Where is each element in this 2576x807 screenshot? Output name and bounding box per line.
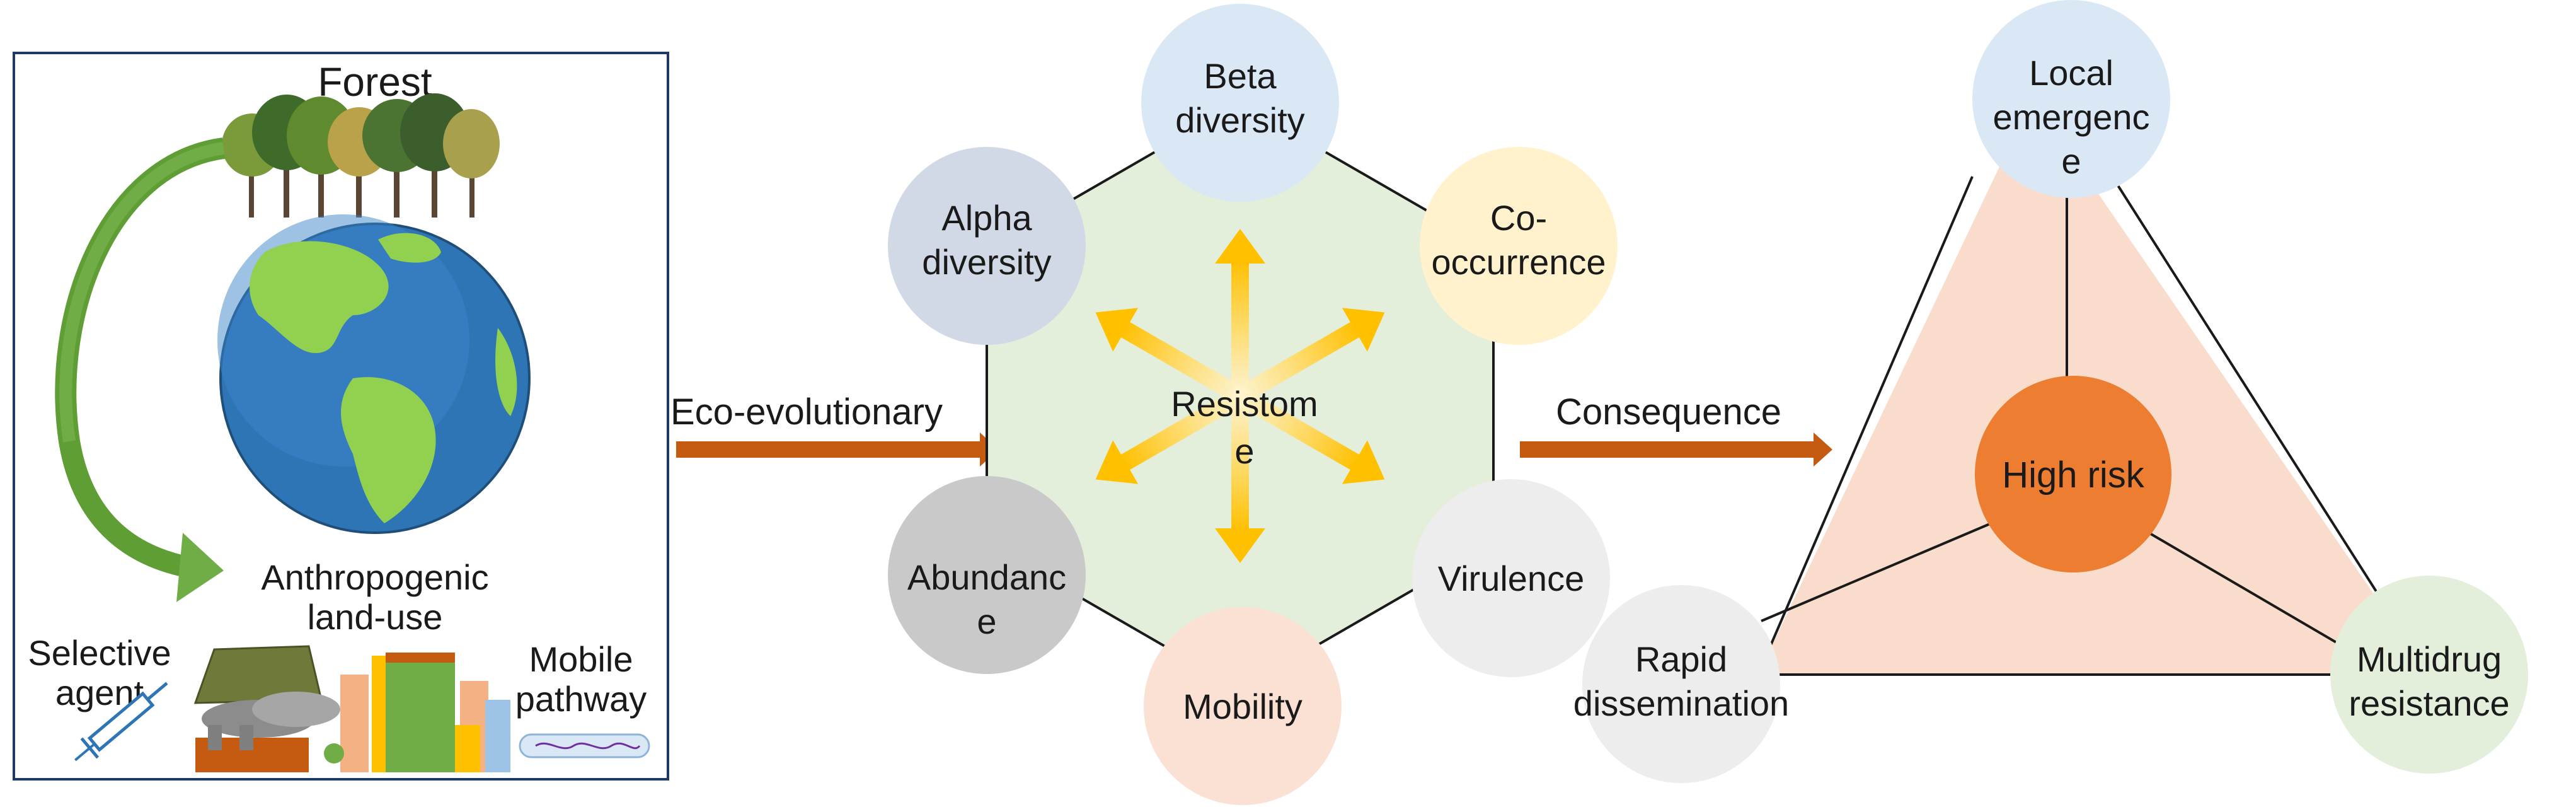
svg-text:emergenc: emergenc [1992,97,2149,137]
risk-panel: High risk Local emergenc e Rapid dissemi… [1573,0,2528,783]
svg-text:diversity: diversity [922,242,1051,282]
resistome-label-1: Resistom [1171,384,1318,424]
svg-text:Virulence: Virulence [1438,559,1584,598]
node-co-occurrence: Co- occurrence [1420,147,1618,345]
svg-text:occurrence: occurrence [1431,242,1606,282]
svg-text:Alpha: Alpha [941,198,1032,238]
eco-evolutionary-arrow: Eco-evolutionary [670,392,999,467]
cycle-arrow-icon [55,137,226,602]
node-local-emergence: Local emergenc e [1972,0,2170,198]
svg-text:e: e [977,601,996,641]
svg-text:High risk: High risk [2002,455,2145,496]
node-virulence: Virulence [1412,479,1610,677]
city-buildings-icon [324,653,510,772]
svg-text:resistance: resistance [2349,683,2509,723]
high-risk-node: High risk [1975,376,2171,572]
factory-icon [195,692,340,772]
svg-text:e: e [2061,141,2081,181]
eco-evolutionary-label: Eco-evolutionary [670,392,943,433]
consequence-label: Consequence [1556,392,1781,433]
resistome-label-2: e [1234,431,1254,471]
node-mobility: Mobility [1144,607,1342,805]
svg-text:Beta: Beta [1204,56,1277,96]
node-abundance: Abundanc e [888,476,1086,674]
mobile-label-1: Mobile [529,639,633,679]
node-alpha-diversity: Alpha diversity [888,147,1086,345]
resistome-panel: Resistom e Beta diversity Alpha diversit… [888,4,1618,805]
anthropogenic-label-2: land-use [308,597,443,637]
svg-text:Mobility: Mobility [1183,687,1302,726]
forest-label: Forest [318,59,432,105]
consequence-arrow: Consequence [1520,392,1832,467]
globe-icon [217,214,531,534]
node-rapid-dissemination: Rapid dissemination [1573,585,1789,783]
left-panel: Forest [13,52,669,781]
plasmid-icon [519,733,650,758]
selective-label-1: Selective [28,633,171,673]
svg-text:Local: Local [2029,53,2113,93]
svg-text:diversity: diversity [1175,100,1304,140]
resistome-arrows [1095,229,1385,563]
svg-text:Multidrug: Multidrug [2357,639,2502,679]
node-multidrug-resistance: Multidrug resistance [2330,576,2528,774]
node-beta-diversity: Beta diversity [1141,4,1339,202]
svg-text:Abundanc: Abundanc [907,557,1066,597]
syringe-icon [74,682,168,762]
forest-icon [222,93,500,218]
svg-text:Co-: Co- [1490,198,1547,238]
svg-text:Rapid: Rapid [1635,639,1727,679]
svg-text:dissemination: dissemination [1573,683,1789,723]
mobile-label-2: pathway [515,679,647,719]
anthropogenic-label-1: Anthropogenic [261,557,488,597]
